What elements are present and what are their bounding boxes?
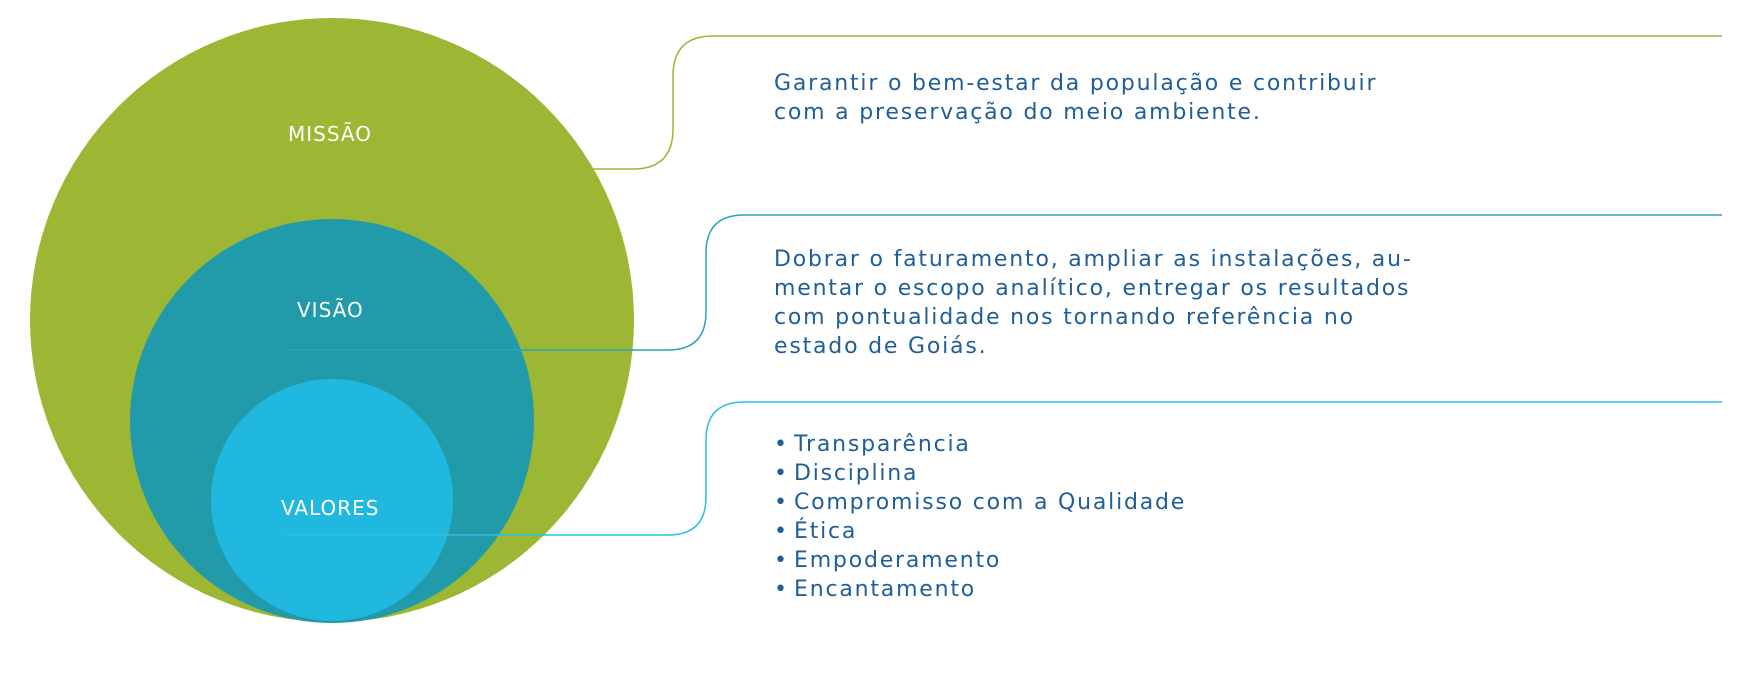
visao-label: VISÃO [297, 298, 364, 322]
visao-description-line: com pontualidade nos tornando referência… [774, 305, 1355, 330]
missao-description-line: Garantir o bem-estar da população e cont… [774, 71, 1378, 96]
valores-item-label: Compromisso com a Qualidade [794, 490, 1187, 515]
valores-item-label: Ética [794, 519, 858, 544]
valores-label: VALORES [281, 496, 379, 520]
visao-connector [286, 214, 1722, 351]
list-item: •Ética [774, 517, 1186, 546]
bullet-icon: • [774, 490, 789, 515]
visao-description: Dobrar o faturamento, ampliar as instala… [774, 245, 1413, 361]
visao-description-line: mentar o escopo analítico, entregar os r… [774, 276, 1411, 301]
list-item: •Encantamento [774, 575, 1186, 604]
bullet-icon: • [774, 432, 789, 457]
missao-connector [286, 35, 1722, 170]
list-item: •Compromisso com a Qualidade [774, 488, 1186, 517]
missao-description: Garantir o bem-estar da população e cont… [774, 69, 1377, 127]
valores-connector [286, 401, 1722, 536]
missao-description-line: com a preservação do meio ambiente. [774, 100, 1262, 125]
bullet-icon: • [774, 519, 789, 544]
valores-item-label: Empoderamento [794, 548, 1002, 573]
visao-description-line: Dobrar o faturamento, ampliar as instala… [774, 247, 1413, 272]
list-item: •Empoderamento [774, 546, 1186, 575]
valores-item-label: Transparência [794, 432, 971, 457]
list-item: •Disciplina [774, 459, 1186, 488]
bullet-icon: • [774, 548, 789, 573]
valores-list: •Transparência •Disciplina •Compromisso … [774, 430, 1186, 604]
bullet-icon: • [774, 577, 789, 602]
bullet-icon: • [774, 461, 789, 486]
valores-item-label: Encantamento [794, 577, 977, 602]
missao-label: MISSÃO [288, 122, 372, 146]
valores-item-label: Disciplina [794, 461, 919, 486]
list-item: •Transparência [774, 430, 1186, 459]
valores-circle [211, 379, 453, 621]
visao-description-line: estado de Goiás. [774, 334, 988, 359]
